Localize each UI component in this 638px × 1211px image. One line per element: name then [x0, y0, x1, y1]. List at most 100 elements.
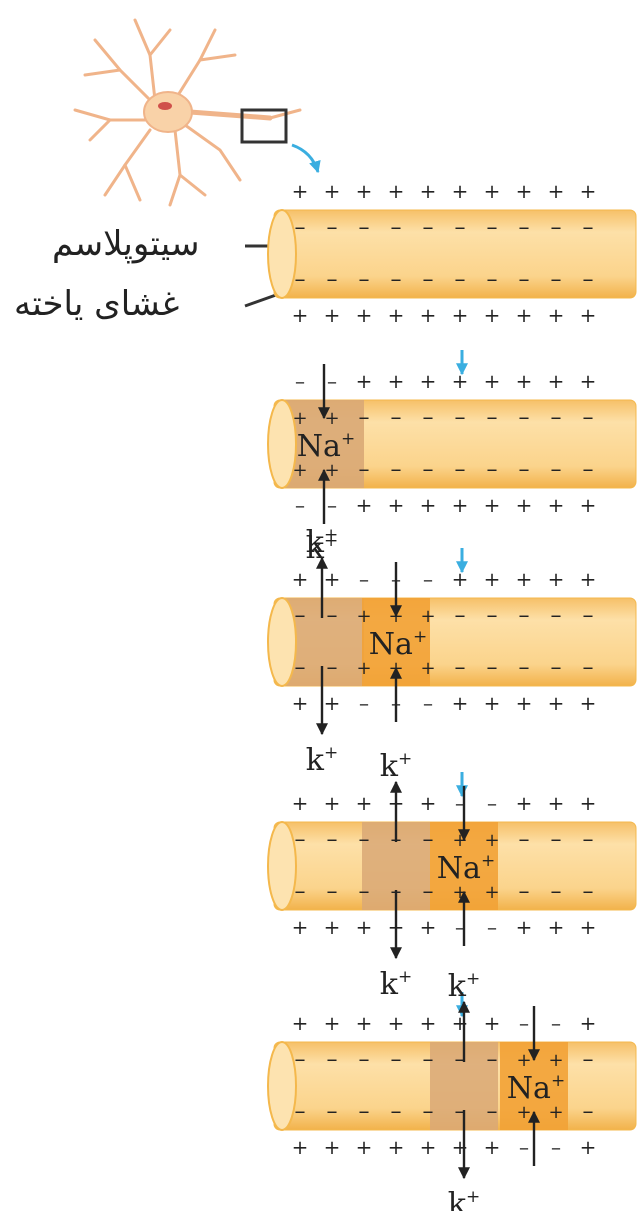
inside-charge-bottom: –	[519, 267, 530, 292]
outside-charge-top: +	[484, 1011, 501, 1035]
inside-charge-top: –	[551, 215, 562, 240]
inside-charge-top: –	[359, 827, 370, 852]
outside-charge-bottom: +	[324, 915, 341, 939]
outside-charge-top: +	[356, 1011, 373, 1035]
inside-charge-top: –	[391, 405, 402, 430]
inside-charge-top: –	[551, 827, 562, 852]
outside-charge-top: +	[292, 791, 309, 815]
outside-charge-top: +	[324, 179, 341, 203]
inside-charge-top: –	[359, 215, 370, 240]
outside-charge-bottom: +	[356, 493, 373, 517]
outside-charge-bottom: +	[388, 303, 405, 327]
outside-charge-bottom: –	[423, 691, 433, 715]
inside-charge-top: +	[516, 1050, 531, 1071]
inside-charge-top: –	[551, 405, 562, 430]
outside-charge-bottom: –	[487, 915, 497, 939]
potassium-ion-label-top: k+	[380, 749, 412, 784]
outside-charge-top: +	[580, 791, 597, 815]
inside-charge-bottom: –	[295, 655, 306, 680]
outside-charge-top: –	[423, 567, 433, 591]
outside-charge-bottom: +	[516, 915, 533, 939]
outside-charge-top: +	[324, 567, 341, 591]
outside-charge-top: +	[324, 791, 341, 815]
potassium-ion-label-bottom: k+	[448, 1187, 480, 1211]
outside-charge-bottom: +	[292, 1135, 309, 1159]
outside-charge-bottom: –	[295, 493, 305, 517]
inside-charge-top: –	[583, 1047, 594, 1072]
inside-charge-top: +	[292, 408, 307, 429]
outside-charge-bottom: –	[327, 493, 337, 517]
outside-charge-top: +	[388, 179, 405, 203]
inside-charge-top: –	[391, 215, 402, 240]
inside-charge-top: –	[551, 603, 562, 628]
inside-charge-bottom: –	[519, 879, 530, 904]
outside-charge-bottom: +	[548, 493, 565, 517]
zoom-arrow	[291, 143, 321, 174]
inside-charge-bottom: –	[583, 267, 594, 292]
inside-charge-top: +	[484, 830, 499, 851]
outside-charge-bottom: +	[356, 1135, 373, 1159]
inside-charge-top: –	[359, 1047, 370, 1072]
outside-charge-top: +	[516, 791, 533, 815]
inside-charge-bottom: –	[583, 457, 594, 482]
outside-charge-top: +	[420, 369, 437, 393]
potassium-ion-label-top: k+	[306, 525, 338, 560]
inside-charge-top: –	[455, 603, 466, 628]
inside-charge-bottom: –	[519, 457, 530, 482]
inside-charge-bottom: –	[327, 1099, 338, 1124]
inside-charge-top: –	[455, 1047, 466, 1072]
inside-charge-top: –	[423, 405, 434, 430]
outside-charge-top: +	[580, 1011, 597, 1035]
stages-layer: ++––++––++––++––++––++––++––++––++––++––…	[267, 179, 637, 1211]
outside-charge-bottom: +	[548, 915, 565, 939]
inside-charge-top: –	[327, 827, 338, 852]
outside-charge-bottom: +	[420, 493, 437, 517]
outside-charge-bottom: –	[519, 1135, 529, 1159]
inside-charge-top: +	[420, 606, 435, 627]
inside-charge-bottom: –	[487, 655, 498, 680]
inside-charge-bottom: –	[295, 267, 306, 292]
potassium-ion-label-bottom: k+	[380, 967, 412, 1002]
inside-charge-top: –	[327, 1047, 338, 1072]
outside-charge-top: +	[580, 567, 597, 591]
inside-charge-bottom: –	[551, 655, 562, 680]
outside-charge-top: +	[516, 567, 533, 591]
inside-charge-bottom: –	[327, 655, 338, 680]
inside-charge-bottom: –	[551, 879, 562, 904]
inside-charge-bottom: –	[391, 1099, 402, 1124]
outside-charge-bottom: +	[580, 493, 597, 517]
inside-charge-top: –	[583, 405, 594, 430]
outside-charge-bottom: +	[420, 915, 437, 939]
outside-charge-bottom: +	[292, 691, 309, 715]
inside-charge-top: –	[519, 603, 530, 628]
outside-charge-bottom: +	[388, 493, 405, 517]
outside-charge-bottom: +	[452, 1135, 469, 1159]
outside-charge-top: +	[324, 1011, 341, 1035]
sodium-ion-label: Na+	[297, 429, 355, 464]
stage-5: ++––++––++––++––++––++––++––––++––++++––…	[267, 969, 637, 1211]
outside-charge-top: +	[516, 369, 533, 393]
potassium-ion-label-bottom: k+	[306, 743, 338, 778]
inside-charge-top: –	[583, 603, 594, 628]
outside-charge-bottom: +	[292, 915, 309, 939]
outside-charge-bottom: +	[516, 691, 533, 715]
outside-charge-bottom: +	[484, 493, 501, 517]
stage-2: ––++––++++––++––++––++––++––++––++––++––…	[267, 364, 637, 574]
inside-charge-top: –	[519, 827, 530, 852]
outside-charge-bottom: +	[580, 303, 597, 327]
inside-charge-bottom: +	[484, 882, 499, 903]
inside-charge-bottom: –	[423, 267, 434, 292]
inside-charge-top: –	[519, 215, 530, 240]
inside-charge-top: –	[359, 405, 370, 430]
outside-charge-bottom: +	[516, 303, 533, 327]
inside-charge-top: +	[356, 606, 371, 627]
inside-charge-bottom: +	[548, 1102, 563, 1123]
outside-charge-top: +	[548, 567, 565, 591]
outside-charge-top: +	[548, 179, 565, 203]
axon-end-cap	[267, 821, 297, 911]
stage-1: ++––++––++––++––++––++––++––++––++––++––	[267, 179, 637, 376]
inside-charge-top: –	[295, 827, 306, 852]
outside-charge-top: +	[484, 369, 501, 393]
inside-charge-bottom: –	[455, 457, 466, 482]
